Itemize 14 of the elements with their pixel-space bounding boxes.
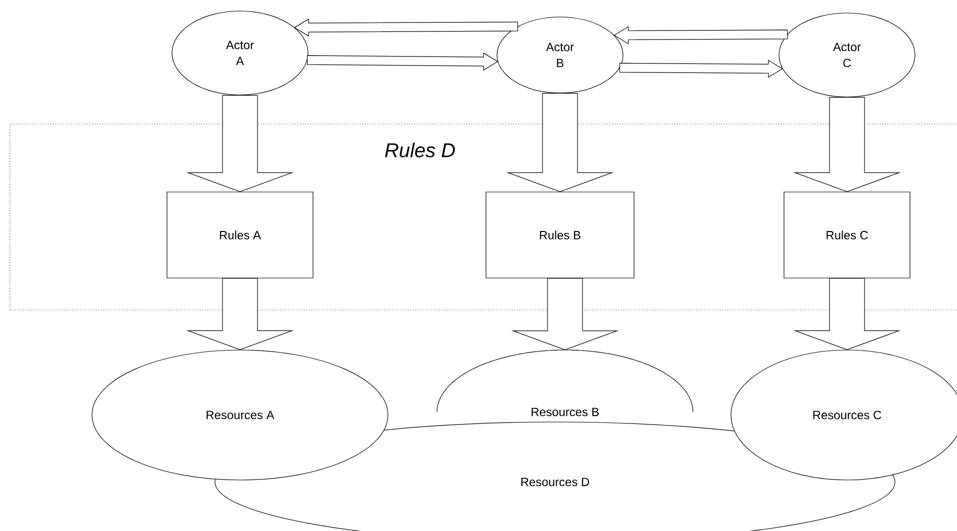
rules-box: Rules A <box>166 192 314 278</box>
block-arrow <box>511 278 619 350</box>
node-label: Resources C <box>813 410 882 420</box>
rules-box: Rules B <box>486 192 634 278</box>
block-arrow <box>294 18 518 37</box>
block-arrow <box>619 60 783 78</box>
block-arrow <box>186 278 294 350</box>
block-arrow <box>307 52 498 71</box>
block-arrow <box>186 95 294 192</box>
block-arrow <box>793 278 901 350</box>
block-arrow <box>793 97 901 192</box>
rules-box: Rules C <box>784 192 910 278</box>
block-arrow <box>614 26 788 44</box>
block-arrow <box>506 93 614 192</box>
